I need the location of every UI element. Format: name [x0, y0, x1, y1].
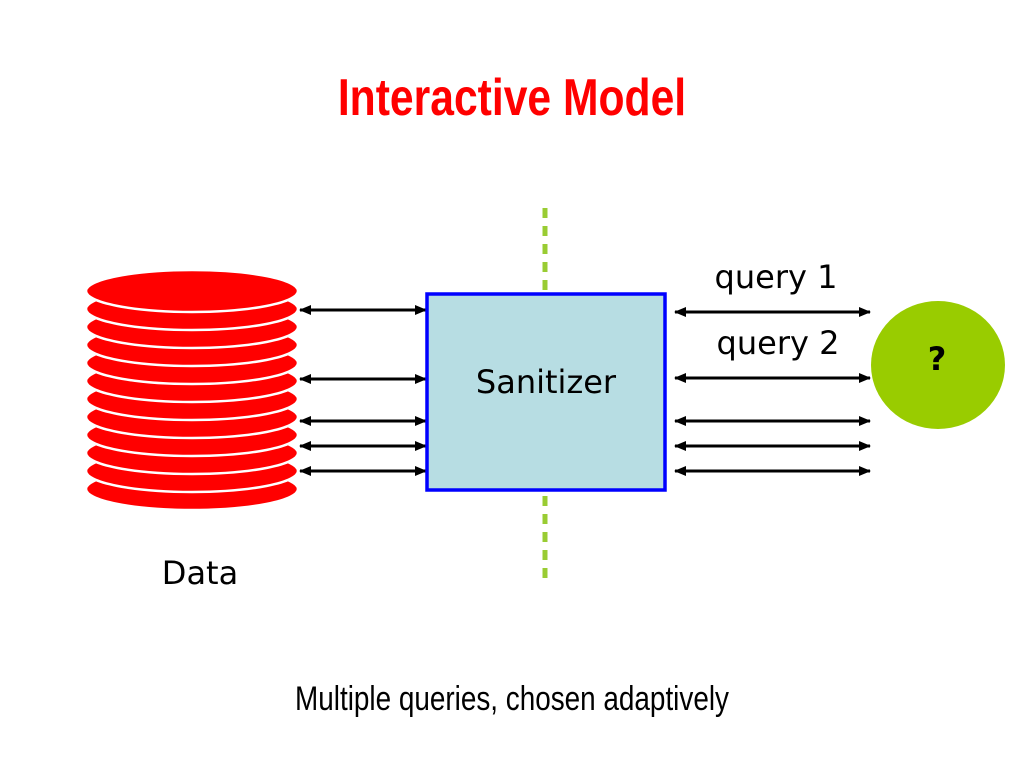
- database-icon: [84, 268, 300, 512]
- sanitizer-box: [425, 292, 667, 492]
- analyst-circle-icon: [871, 301, 1005, 429]
- right-arrows: [674, 307, 871, 476]
- database-label: Data: [162, 554, 238, 592]
- slide-caption: Multiple queries, chosen adaptively: [295, 680, 729, 718]
- database-disk: [84, 268, 300, 314]
- slide-title: Interactive Model: [337, 69, 687, 127]
- analyst-label: ?: [928, 340, 947, 378]
- query-2-label: query 2: [717, 324, 840, 362]
- query-1-label: query 1: [715, 258, 838, 296]
- left-arrows: [299, 305, 427, 476]
- sanitizer-label: Sanitizer: [476, 363, 617, 401]
